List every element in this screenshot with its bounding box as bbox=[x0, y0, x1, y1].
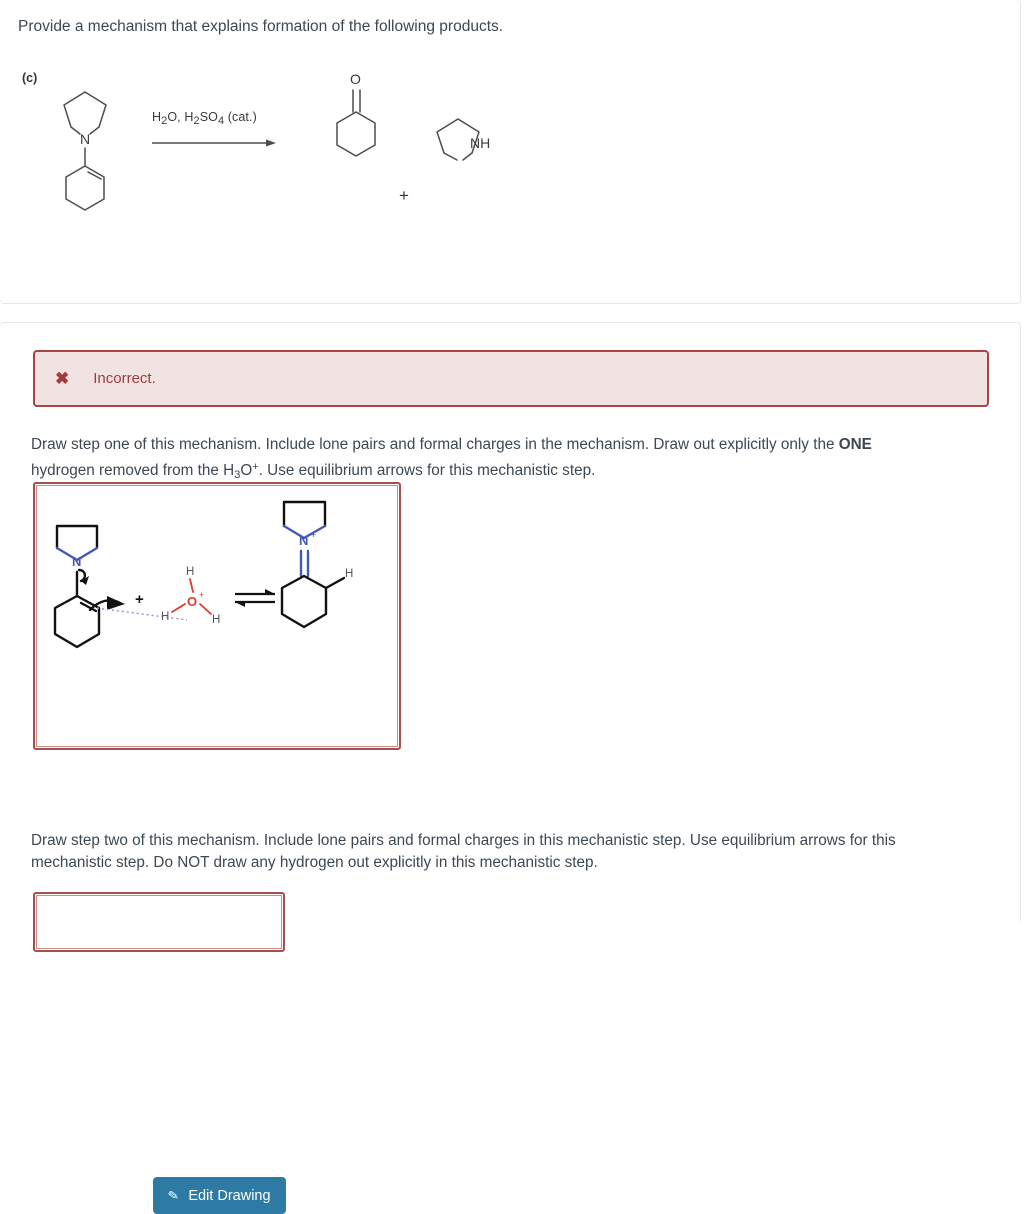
atom-label-hydrogen-top: H bbox=[186, 566, 194, 578]
part-label: (c) bbox=[22, 71, 38, 85]
instruction-emphasis: ONE bbox=[838, 436, 872, 453]
atom-label-nitrogen: N bbox=[80, 131, 90, 147]
step-one-instruction: Draw step one of this mechanism. Include… bbox=[31, 434, 971, 486]
instruction-line2-b: O bbox=[240, 462, 253, 479]
enamine-structure: N bbox=[53, 524, 101, 649]
status-message: Incorrect. bbox=[93, 370, 156, 387]
step-two-line2: mechanistic step. Do NOT draw any hydrog… bbox=[31, 854, 598, 871]
product-plus-sign: + bbox=[399, 186, 409, 205]
atom-label-hydrogen-right: H bbox=[212, 614, 220, 626]
pencil-icon: ✎ bbox=[167, 1186, 181, 1204]
status-banner-incorrect: ✖ Incorrect. bbox=[33, 350, 989, 407]
instruction-line2-c: . Use equilibrium arrows for this mechan… bbox=[258, 462, 596, 479]
reactant-structure: N bbox=[63, 91, 107, 211]
atom-label-oxygen: O bbox=[350, 71, 361, 87]
instruction-subscript: 3 bbox=[234, 469, 241, 481]
atom-label-hydrogen-explicit: H bbox=[345, 568, 353, 580]
product-pyrrolidine-structure: NH bbox=[436, 118, 490, 161]
instruction-lead: Draw step one of this mechanism. Include… bbox=[31, 436, 839, 453]
atom-label-oxygen: O bbox=[187, 594, 197, 609]
atom-label-hydrogen-left: H bbox=[161, 611, 169, 623]
edit-drawing-button[interactable]: ✎ Edit Drawing bbox=[153, 1177, 286, 1214]
edit-drawing-label: Edit Drawing bbox=[188, 1187, 271, 1204]
curly-arrow-alkene-to-proton bbox=[88, 596, 125, 612]
prompt-card: Provide a mechanism that explains format… bbox=[0, 0, 1021, 304]
atom-label-nh: NH bbox=[470, 135, 490, 151]
step-two-instruction: Draw step two of this mechanism. Include… bbox=[31, 830, 971, 874]
oxygen-formal-charge: + bbox=[199, 590, 204, 600]
mechanism-drawing[interactable]: N + H O + H H bbox=[35, 484, 399, 748]
atom-label-nitrogen: N bbox=[72, 554, 81, 569]
step-two-line1: Draw step two of this mechanism. Include… bbox=[31, 832, 896, 849]
reaction-scheme: (c) N H2O, H2SO4 (cat.) O bbox=[0, 58, 1000, 238]
reagent-plus-sign: + bbox=[135, 591, 144, 608]
equilibrium-arrows-icon bbox=[235, 589, 275, 607]
reaction-arrow bbox=[152, 139, 276, 147]
hydronium-structure: H O + H H bbox=[161, 566, 220, 626]
page-title: Provide a mechanism that explains format… bbox=[18, 18, 504, 35]
drawing-canvas-step-two[interactable] bbox=[33, 892, 285, 952]
product-cyclohexanone-structure: O bbox=[336, 71, 376, 157]
atom-label-nitrogen: N bbox=[299, 533, 308, 548]
instruction-superscript: + bbox=[252, 461, 259, 473]
iminium-structure: N + H bbox=[280, 500, 353, 629]
reagent-label: H2O, H2SO4 (cat.) bbox=[152, 110, 257, 127]
x-mark-icon: ✖ bbox=[55, 369, 70, 388]
dashed-interaction-line bbox=[96, 607, 188, 621]
drawing-canvas-step-one[interactable]: N + H O + H H bbox=[33, 482, 401, 1214]
nitrogen-formal-charge: + bbox=[311, 530, 316, 540]
instruction-line2-a: hydrogen removed from the H bbox=[31, 462, 235, 479]
